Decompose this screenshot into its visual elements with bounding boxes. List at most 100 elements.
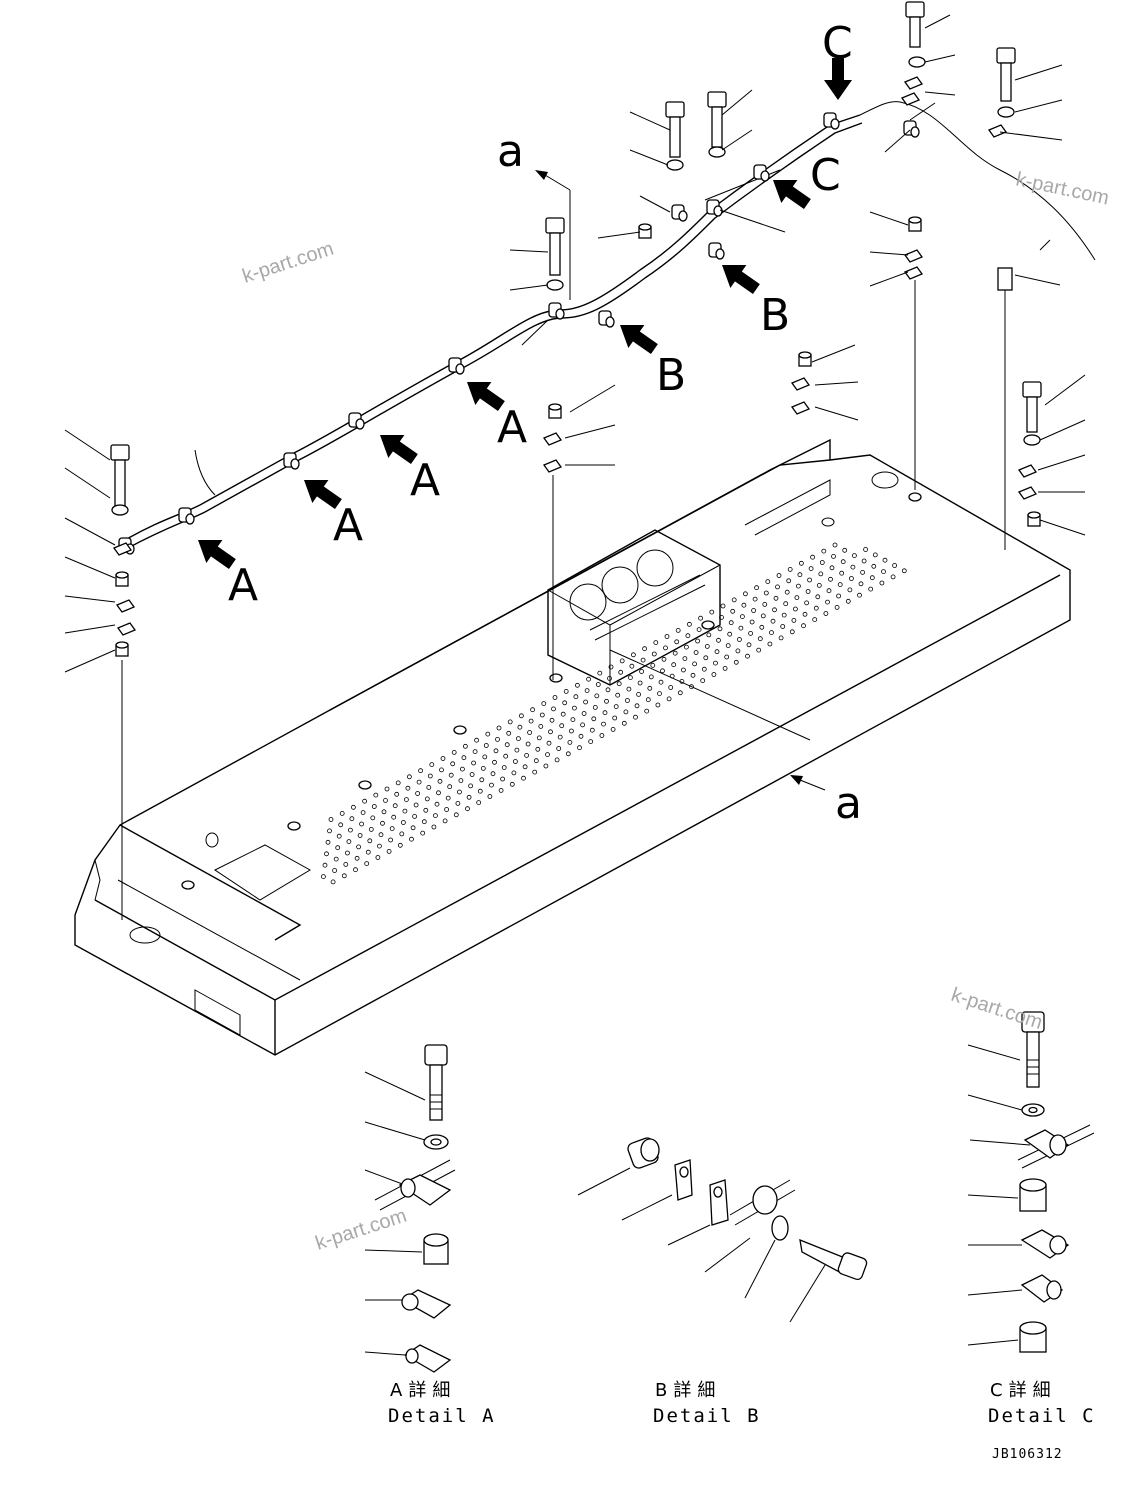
callout-arrow	[620, 325, 658, 355]
perforation-hole	[415, 791, 421, 796]
clamp-spacer	[760, 170, 770, 182]
perforation-hole	[592, 705, 598, 710]
perforation-hole	[376, 843, 382, 849]
perforation-hole	[332, 868, 338, 873]
perforation-hole	[818, 571, 824, 577]
perforation-hole	[628, 675, 633, 680]
perforation-hole	[858, 581, 864, 587]
leader-line	[999, 131, 1063, 141]
bolt-head	[545, 217, 565, 234]
perforation-hole	[439, 767, 444, 773]
perforation-hole	[392, 803, 398, 809]
perforation-hole	[569, 728, 574, 734]
perforation-hole	[658, 679, 664, 685]
perforation-hole	[687, 621, 692, 627]
perforation-hole	[625, 698, 630, 703]
perforation-hole	[842, 547, 848, 553]
clamp-plate	[1017, 464, 1038, 478]
perforation-hole	[847, 587, 853, 593]
leader-line	[1014, 99, 1063, 113]
perforation-hole	[490, 771, 496, 777]
perforation-hole	[663, 645, 668, 651]
perforation-hole	[756, 647, 762, 653]
perforation-hole	[519, 713, 524, 719]
perforation-hole	[563, 689, 569, 694]
perforation-hole	[626, 686, 632, 692]
leader-line	[569, 384, 616, 413]
perforation-hole	[462, 743, 468, 749]
perforation-hole	[451, 750, 457, 755]
perforation-hole	[346, 839, 352, 844]
perforation-hole	[711, 672, 717, 677]
perforation-hole	[816, 583, 822, 588]
perforation-hole	[365, 849, 371, 855]
perforation-hole	[418, 768, 424, 774]
perforation-hole	[677, 690, 683, 696]
perforation-hole	[562, 700, 568, 706]
perforation-hole	[594, 693, 600, 699]
leader-line	[509, 284, 549, 291]
perforation-hole	[469, 772, 475, 777]
perforation-hole	[789, 629, 795, 635]
perforation-hole	[375, 855, 381, 860]
perforation-hole	[613, 704, 619, 709]
perforation-hole	[701, 666, 707, 672]
perforation-hole	[704, 644, 710, 649]
perforation-hole	[860, 570, 865, 575]
perforation-hole	[690, 672, 696, 678]
perforation-hole	[819, 560, 825, 565]
leader-line	[509, 249, 549, 253]
perforation-hole	[335, 845, 341, 851]
perforation-hole	[477, 788, 483, 794]
perforation-hole	[655, 702, 661, 708]
perforation-hole	[444, 807, 450, 812]
perforation-hole	[588, 739, 594, 744]
perforation-hole	[570, 717, 576, 722]
detail-c-title-en: Detail C	[988, 1405, 1096, 1427]
perforation-hole	[762, 602, 768, 607]
perforation-hole	[601, 721, 606, 727]
floor-frame	[74, 438, 1071, 1056]
perforation-hole	[399, 831, 405, 837]
clamp-spacer	[355, 418, 365, 430]
perforation-hole	[354, 855, 360, 861]
perforation-hole	[765, 579, 771, 584]
clamp-spacer	[290, 458, 300, 470]
leader-line	[719, 209, 786, 233]
perforation-hole	[496, 725, 502, 731]
perforation-hole	[631, 652, 636, 658]
leader-line	[967, 1094, 1023, 1111]
perforation-hole	[455, 801, 461, 806]
leader-line	[64, 595, 116, 603]
perforation-hole	[852, 553, 857, 558]
washer	[1023, 434, 1041, 446]
perforation-hole	[456, 789, 462, 795]
perforation-hole	[730, 608, 736, 614]
leader-line	[1039, 239, 1051, 251]
perforation-hole	[349, 816, 355, 822]
callout-B-1: B	[656, 350, 686, 401]
callout-arrow	[304, 480, 342, 510]
leader-line	[64, 649, 116, 673]
perforation-hole	[344, 850, 350, 856]
callout-arrow	[467, 382, 505, 412]
leader-line	[64, 624, 116, 634]
perforation-hole	[821, 548, 827, 554]
perforation-hole	[796, 583, 801, 589]
clamp-spacer	[605, 316, 615, 328]
perforation-hole	[716, 637, 721, 643]
callout-arrow	[380, 435, 418, 465]
perforation-hole	[371, 804, 377, 809]
perforation-hole	[461, 755, 467, 761]
perforation-hole	[440, 756, 446, 761]
perforation-hole	[840, 559, 846, 565]
perforation-hole	[639, 669, 644, 674]
watermark-2: k-part.com	[1014, 168, 1111, 209]
perforation-hole	[545, 752, 550, 757]
perforation-hole	[397, 842, 403, 848]
perforation-hole	[828, 576, 833, 582]
perforation-hole	[661, 656, 667, 662]
perforation-hole	[837, 582, 843, 587]
clamp-plate	[542, 459, 563, 473]
perforation-hole	[740, 614, 745, 619]
